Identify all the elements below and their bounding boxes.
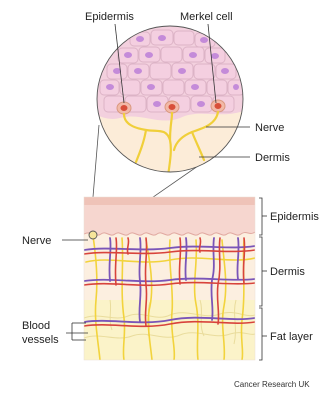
fat-layer-region <box>84 300 255 360</box>
label-nerve-right: Nerve <box>255 122 284 134</box>
label-blood-vessels-line2: vessels <box>22 334 59 346</box>
skin-cross-section <box>84 197 255 360</box>
label-dermis-right: Dermis <box>255 152 290 164</box>
label-epidermis-top: Epidermis <box>85 11 134 23</box>
label-dermis-bracket: Dermis <box>270 266 305 278</box>
label-nerve-left: Nerve <box>22 235 51 247</box>
credit-text: Cancer Research UK <box>234 380 310 389</box>
label-epidermis-bracket: Epidermis <box>270 211 319 223</box>
label-blood-vessels-line1: Blood <box>22 320 50 332</box>
label-fat-layer: Fat layer <box>270 331 313 343</box>
nerve-marker-circle <box>89 231 97 239</box>
label-merkel-cell: Merkel cell <box>180 11 233 23</box>
